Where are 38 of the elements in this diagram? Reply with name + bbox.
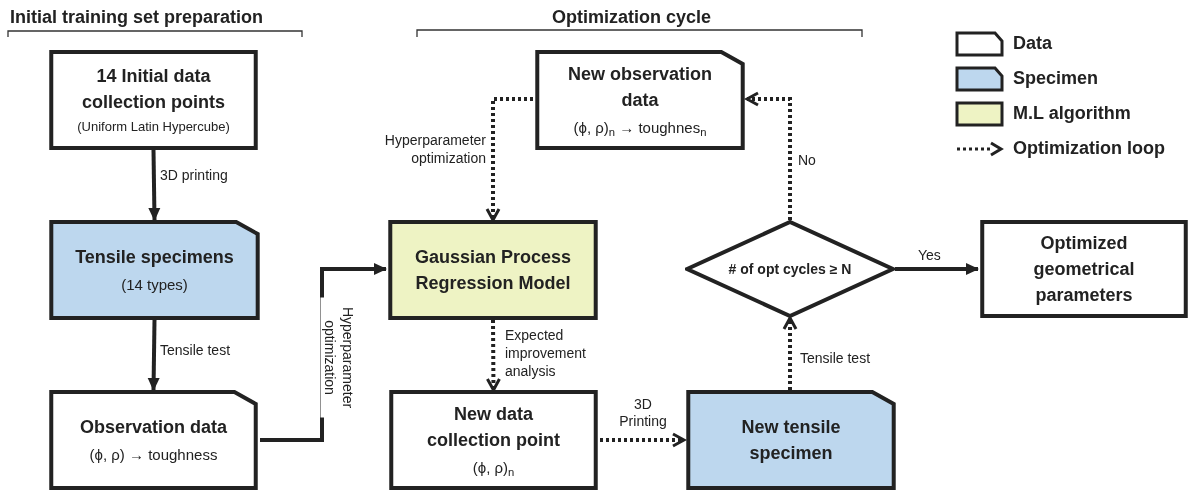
process-box [978, 220, 1190, 318]
section-heading: Initial training set preparation [10, 6, 264, 29]
node-subtitle: (ϕ, ρ)$_{n}$ [472, 457, 515, 480]
arrow [895, 263, 979, 275]
process-box [47, 50, 260, 150]
arrow [485, 97, 533, 222]
specimen-shape [684, 390, 898, 490]
arrow [782, 316, 798, 390]
legend-label: M.L algorithm [1013, 102, 1131, 125]
node-title: New observation data [566, 62, 713, 112]
data-shape [47, 390, 260, 490]
arrow [600, 432, 686, 448]
node-subtitle: (Uniform Latin Hypercube) [77, 118, 230, 137]
legend-label: Data [1013, 32, 1052, 55]
arrow [147, 319, 160, 391]
process-box [387, 390, 600, 490]
specimen-shape [47, 220, 262, 320]
node-subtitle: (ϕ, ρ)$_{n}$ → toughnes$_{n}$ [573, 117, 707, 140]
node-title: New tensile specimen [740, 416, 842, 465]
node-title: Optimized geometrical parameters [1032, 232, 1136, 307]
node-title: Tensile specimens [75, 245, 234, 269]
node-subtitle: (ϕ, ρ) → toughness [89, 444, 218, 465]
node-title: Gaussian Process Regression Model [413, 246, 573, 295]
node-title: 14 Initial data collection points [81, 65, 226, 115]
node-title: New data collection point [426, 402, 561, 452]
legend-label: Specimen [1013, 67, 1099, 90]
node-title: # of opt cycles ≥ N [728, 259, 852, 279]
node-subtitle: (14 types) [121, 274, 188, 295]
algorithm-box [386, 220, 600, 320]
data-shape [533, 50, 747, 150]
arrow [148, 149, 161, 221]
arrow [745, 91, 792, 220]
decision-diamond [685, 220, 895, 318]
legend-label: Optimization loop [1013, 137, 1165, 160]
node-title: Observation data [79, 415, 227, 439]
edge-label: Hyperparameter optimization [320, 297, 356, 418]
arrow [485, 320, 501, 392]
section-heading: Optimization cycle [552, 6, 712, 29]
